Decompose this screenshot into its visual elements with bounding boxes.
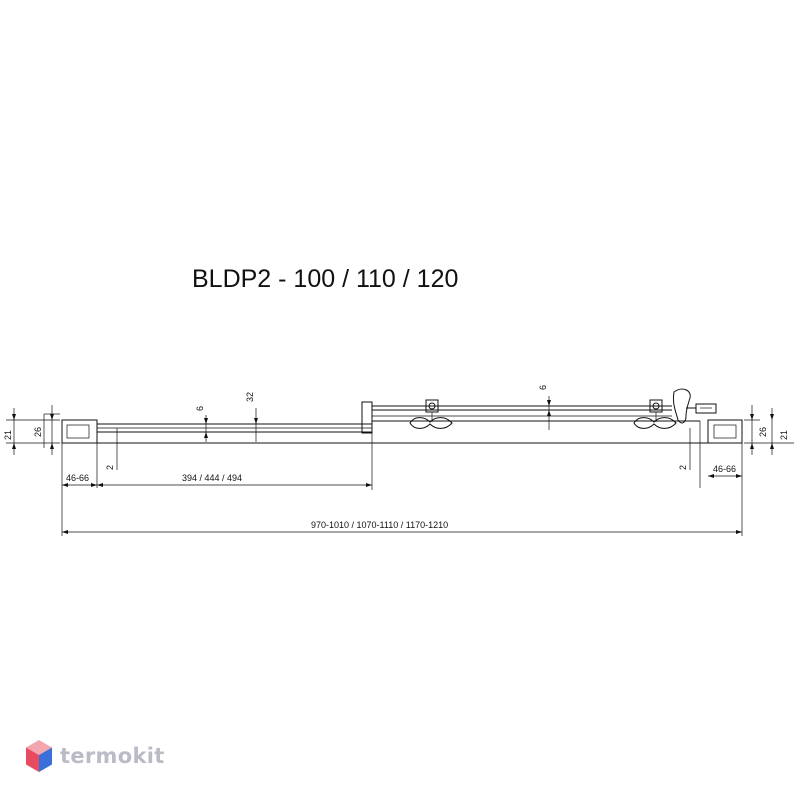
dim-adjust-left: 46-66 (66, 473, 89, 483)
dim-offset-2-left: 2 (105, 465, 115, 470)
right-wall-profile (707, 419, 743, 444)
dim-height-26-left: 26 (33, 427, 43, 437)
dim-offset-2-right: 2 (678, 465, 688, 470)
roller-right (633, 399, 677, 429)
logo-text: termokit (60, 744, 165, 768)
dim-depth-32: 32 (245, 392, 255, 402)
dim-gap-6-right: 6 (538, 385, 548, 390)
roller-left (409, 399, 453, 429)
dim-height-26-right: 26 (758, 427, 768, 437)
dim-height-21-right: 21 (779, 430, 789, 440)
fixed-panel-end (361, 401, 373, 434)
dim-adjust-right: 46-66 (713, 464, 736, 474)
dim-gap-6-left: 6 (195, 406, 205, 411)
left-profile-inner (66, 424, 90, 439)
termokit-logo: termokit (24, 736, 165, 776)
dim-total-width: 970-1010 / 1070-1110 / 1170-1210 (311, 520, 448, 530)
dim-height-21-left: 21 (3, 430, 13, 440)
drawing-title: BLDP2 - 100 / 110 / 120 (192, 265, 458, 293)
dim-fixed-panel: 394 / 444 / 494 (182, 473, 242, 483)
right-profile-inner (713, 424, 737, 439)
shower-door-profile (61, 388, 743, 444)
cube-icon (26, 740, 52, 772)
dimension-lines (6, 396, 794, 536)
door-handle (673, 388, 717, 424)
